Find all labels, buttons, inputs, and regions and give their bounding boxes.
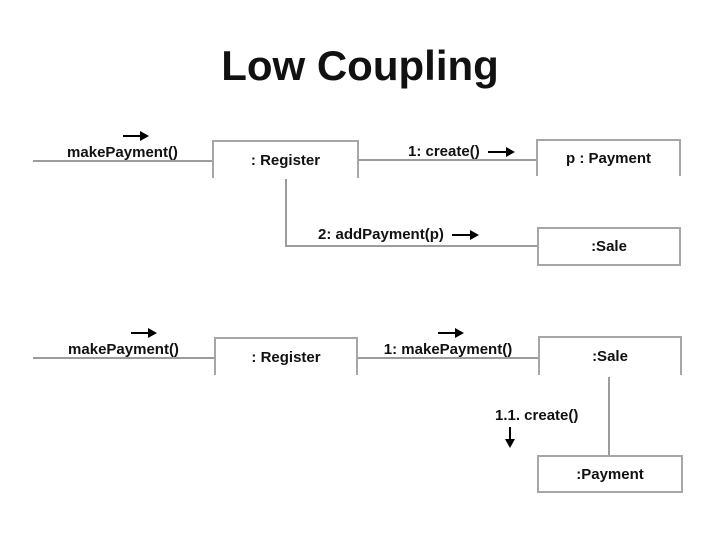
right-arrow-icon bbox=[131, 328, 157, 338]
payment-object-label: :Payment bbox=[576, 465, 644, 483]
arrow-shaft bbox=[487, 150, 507, 153]
found-message-label: makePayment() bbox=[68, 341, 179, 358]
arrow-head bbox=[148, 328, 157, 338]
payment-object-box: p : Payment bbox=[536, 139, 681, 176]
create-message: 1: create() bbox=[408, 143, 515, 160]
make-payment-link-line bbox=[358, 357, 538, 359]
right-arrow-icon bbox=[451, 229, 479, 240]
register-object-box: : Register bbox=[212, 140, 359, 178]
arrow-head bbox=[140, 131, 149, 141]
found-message-line bbox=[33, 160, 212, 162]
down-arrow-icon bbox=[505, 427, 515, 448]
arrow-shaft bbox=[123, 135, 141, 137]
create-message-label: 1.1. create() bbox=[495, 407, 579, 424]
register-object-label: : Register bbox=[251, 348, 321, 366]
arrow-shaft bbox=[509, 427, 511, 441]
sale-object-label: :Sale bbox=[592, 348, 628, 365]
arrow-head bbox=[505, 146, 515, 157]
payment-object-box: :Payment bbox=[537, 455, 683, 493]
sale-object-box: :Sale bbox=[538, 336, 682, 375]
make-payment-message-label: 1: makePayment() bbox=[383, 341, 513, 358]
create-link-line bbox=[608, 377, 610, 455]
right-arrow-icon bbox=[438, 328, 464, 338]
create-message-label: 1: create() bbox=[408, 143, 480, 160]
arrow-shaft bbox=[451, 233, 471, 236]
found-message-line bbox=[33, 357, 214, 359]
arrow-head bbox=[469, 229, 479, 240]
register-object-label: : Register bbox=[250, 151, 321, 169]
add-payment-link-horizontal bbox=[285, 245, 537, 247]
payment-object-label: p : Payment bbox=[565, 150, 652, 167]
arrow-shaft bbox=[131, 332, 149, 334]
arrow-head bbox=[455, 328, 464, 338]
arrow-shaft bbox=[438, 332, 456, 334]
slide-title: Low Coupling bbox=[221, 42, 499, 89]
add-payment-link-vertical bbox=[285, 179, 287, 247]
add-payment-message-label: 2: addPayment(p) bbox=[318, 226, 444, 243]
sale-object-label: :Sale bbox=[591, 238, 627, 255]
sale-object-box: :Sale bbox=[537, 227, 681, 266]
register-object-box: : Register bbox=[214, 337, 358, 375]
right-arrow-icon bbox=[487, 146, 515, 157]
add-payment-message: 2: addPayment(p) bbox=[318, 226, 479, 243]
arrow-head bbox=[505, 439, 515, 448]
create-link-line bbox=[359, 159, 538, 161]
found-message-label: makePayment() bbox=[67, 144, 178, 161]
right-arrow-icon bbox=[123, 131, 149, 141]
